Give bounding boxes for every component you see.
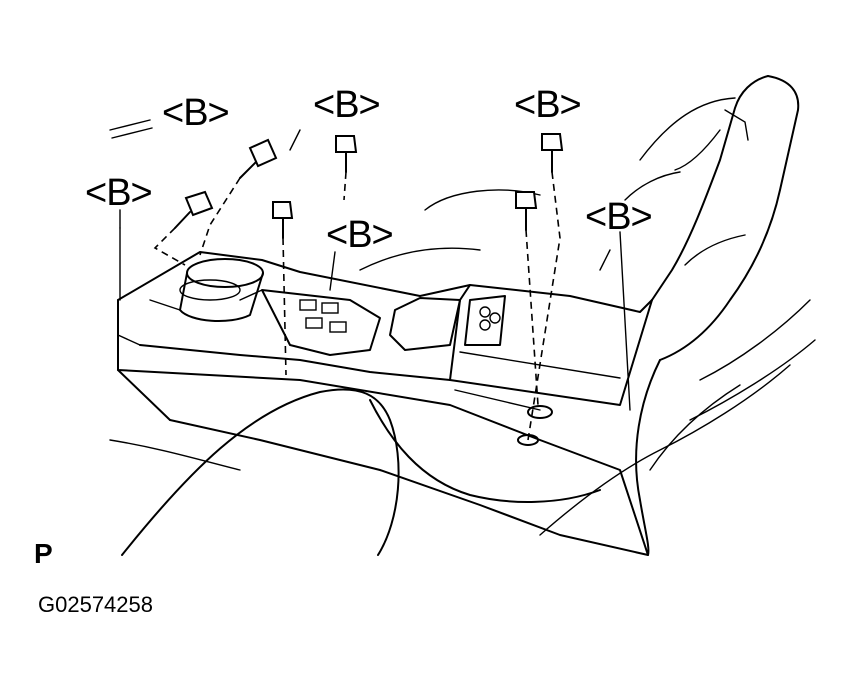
- callout-label: <B>: [514, 84, 582, 126]
- callout-label: <B>: [162, 92, 230, 134]
- console-body: [117, 251, 653, 556]
- floor-lines: [109, 119, 791, 556]
- bolt-5: [515, 191, 539, 406]
- callout-label: <B>: [326, 214, 394, 256]
- seat-outline: [624, 75, 816, 556]
- bolt-1: [153, 190, 214, 266]
- storage-compartment: [389, 295, 553, 446]
- cup-holder: [149, 258, 264, 322]
- bolt-3: [272, 201, 294, 376]
- callout-label: <B>: [585, 196, 653, 238]
- callout-label: <B>: [313, 84, 381, 126]
- bolt-6: [527, 133, 564, 441]
- shifter-opening: [239, 289, 381, 356]
- figure-id: G02574258: [38, 592, 153, 617]
- callout-label: <B>: [85, 172, 153, 214]
- bolt-2: [199, 138, 278, 256]
- view-letter: P: [34, 538, 53, 569]
- callout-leaders: [119, 129, 631, 411]
- bolt-4: [335, 135, 358, 201]
